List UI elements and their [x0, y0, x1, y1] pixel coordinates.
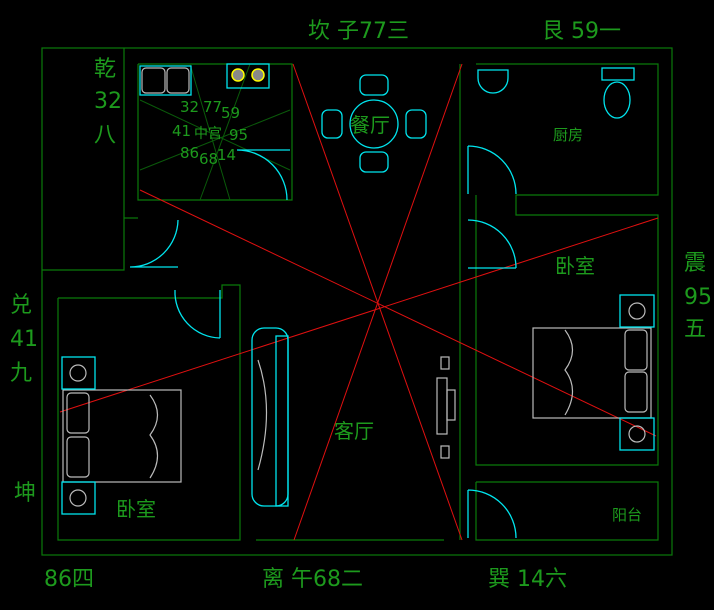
label-northwest-number: 32	[94, 89, 122, 114]
label-southwest: 坤	[14, 481, 36, 506]
bagua-axes	[59, 63, 659, 541]
label-east-digit: 五	[684, 317, 706, 342]
gas-stove	[226, 63, 270, 89]
tv-unit	[436, 356, 456, 459]
room-label-balcony: 阳台	[612, 506, 642, 524]
sofa	[251, 327, 289, 507]
bed-west	[61, 356, 182, 515]
room-label-living: 客厅	[334, 419, 374, 443]
label-northwest-trigram: 乾	[94, 57, 116, 82]
label-northwest-digit: 八	[94, 123, 116, 148]
label-south: 离 午68二	[262, 567, 363, 592]
dining-table	[321, 74, 427, 173]
label-east-number: 95	[684, 285, 712, 310]
grid-cell: 68	[199, 150, 218, 168]
label-west-trigram: 兑	[10, 293, 32, 318]
room-label-bedroom-east: 卧室	[555, 254, 595, 278]
grid-cell: 14	[217, 146, 236, 164]
label-north: 坎 子77三	[308, 19, 409, 44]
label-southeast: 巽 14六	[488, 567, 567, 592]
label-northeast: 艮 59一	[542, 19, 621, 44]
grid-cell: 32	[180, 98, 199, 116]
room-label-kitchen: 厨房	[553, 126, 583, 144]
grid-cell: 77	[203, 98, 222, 116]
grid-cell: 86	[180, 144, 199, 162]
label-west-digit: 九	[10, 361, 32, 386]
grid-cell: 59	[221, 104, 240, 122]
toilet	[601, 67, 635, 119]
washbasin	[477, 69, 509, 94]
center-grid: 32 77 59 41 中宫 95 86 68 14	[172, 98, 248, 168]
grid-cell: 中宫	[194, 126, 222, 142]
grid-cell: 95	[229, 126, 248, 144]
room-label-bedroom-west: 卧室	[116, 497, 156, 521]
label-east-trigram: 震	[684, 251, 706, 276]
label-west-number: 41	[10, 327, 38, 352]
room-label-dining: 餐厅	[350, 113, 390, 137]
label-southwest-number: 86四	[44, 567, 94, 592]
grid-cell: 41	[172, 122, 191, 140]
doors	[129, 145, 517, 539]
double-sink	[139, 65, 192, 96]
bed-east	[532, 294, 655, 451]
